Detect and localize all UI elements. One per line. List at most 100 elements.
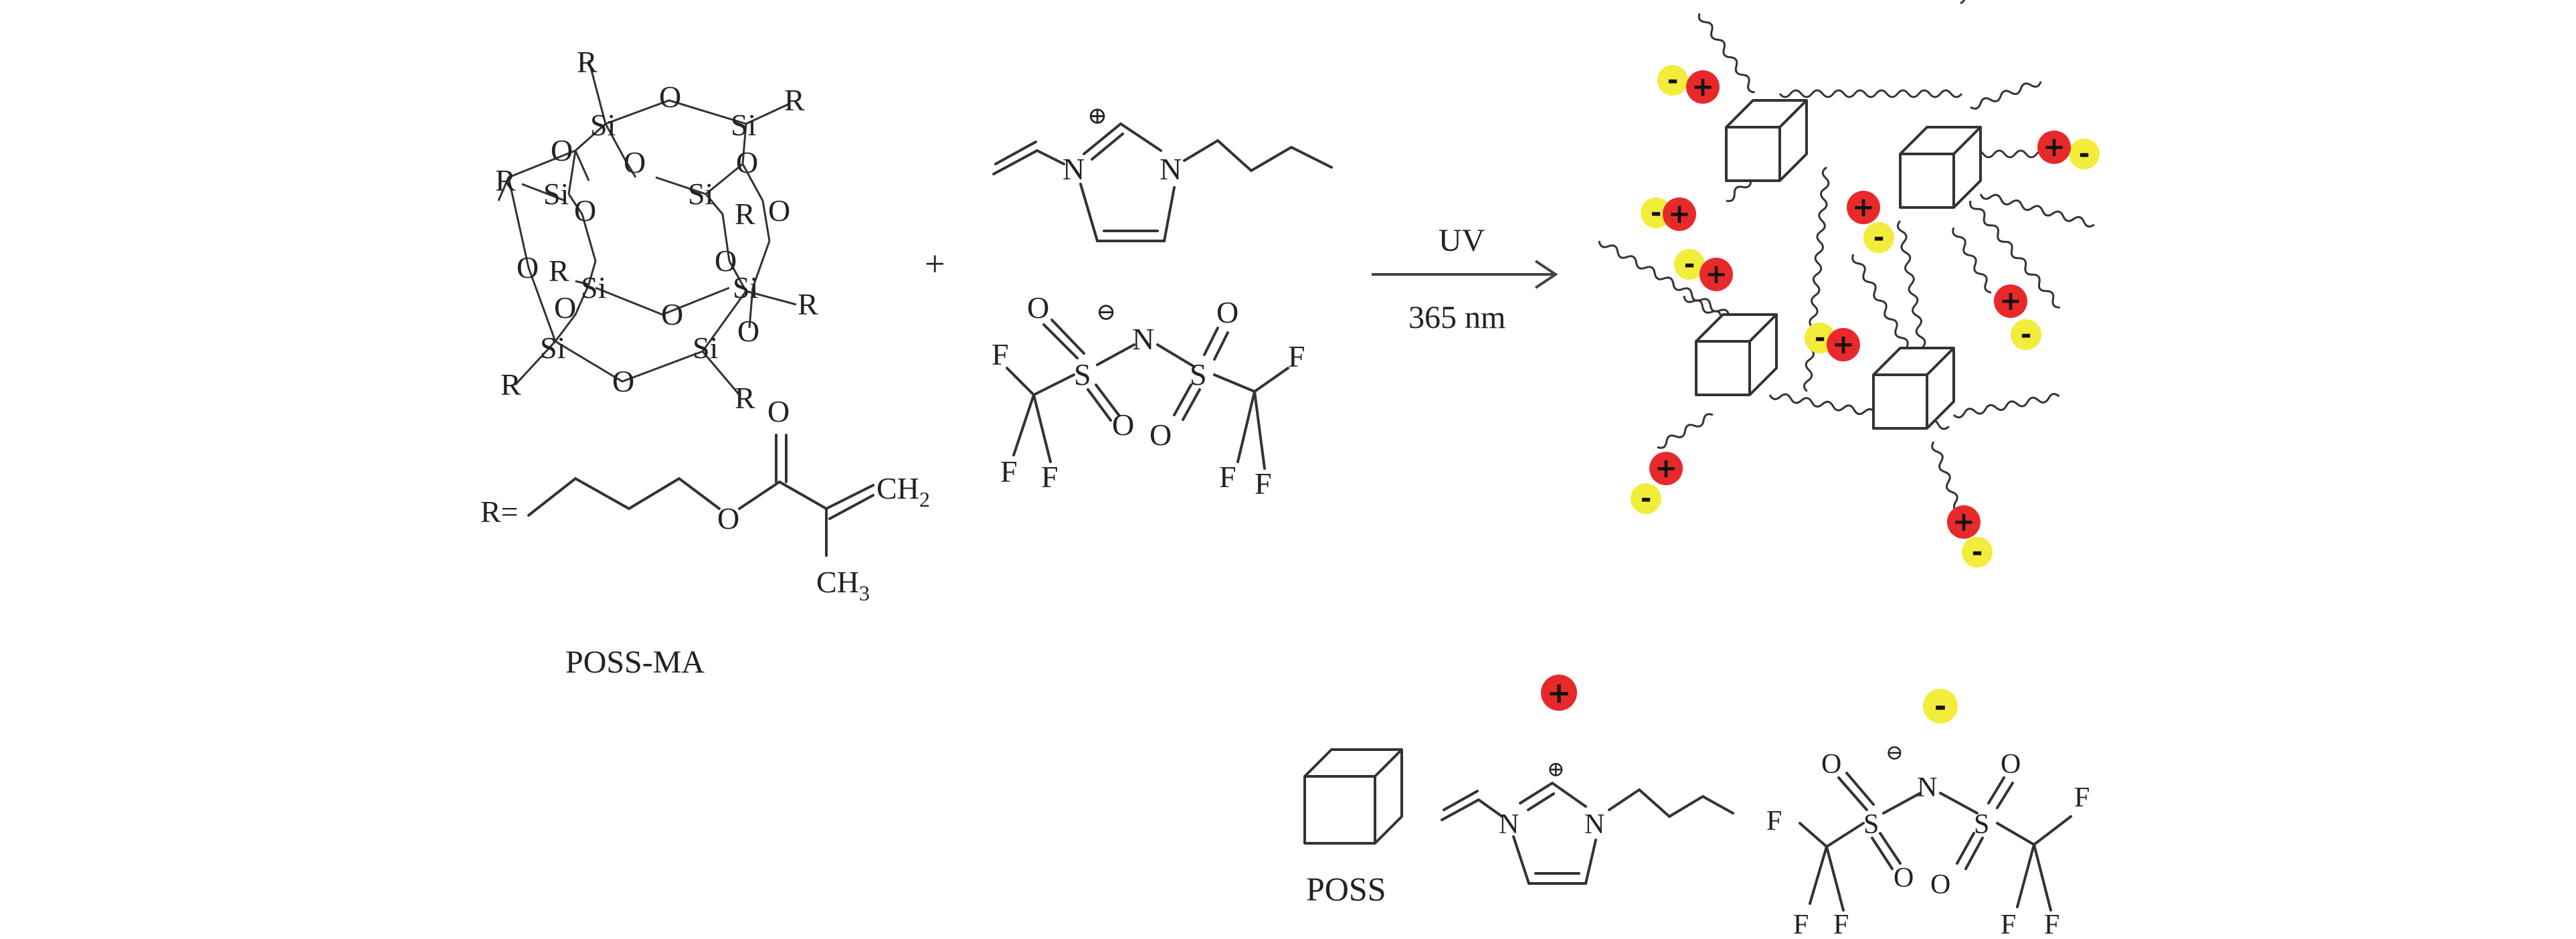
anion-marker: - [1631, 483, 1661, 514]
n-atom: N [1917, 772, 1937, 803]
poss-cube [1872, 347, 1955, 430]
f-atom: F [1000, 454, 1018, 489]
f-atom: F [1288, 339, 1305, 373]
r-group: R [798, 287, 818, 321]
o-atom: O [551, 133, 573, 167]
anion-marker-sign: - [1684, 249, 1695, 280]
si-atom: Si [581, 270, 606, 305]
r-group: R [784, 83, 805, 117]
cation-marker-sign: + [1832, 329, 1855, 360]
o-atom: O [554, 290, 576, 325]
cation-marker: + [1686, 70, 1720, 104]
s-atom: S [1863, 809, 1879, 840]
poss-cage-bonds [497, 60, 797, 396]
carbonyl-bond [775, 434, 788, 483]
si-atom: Si [590, 108, 616, 142]
r-group: R [549, 254, 569, 288]
legend-cation-structure: N ⊕ N [1441, 757, 1734, 885]
arrow-condition-wavelength: 365 nm [1408, 300, 1505, 335]
plus-sign: + [925, 244, 945, 284]
s-atom: S [1074, 357, 1091, 392]
n-atom: N [1499, 809, 1519, 840]
cation-charge-symbol: ⊕ [1547, 757, 1565, 781]
anion-marker: - [1641, 197, 1671, 228]
vinyl-double-bond [825, 484, 875, 520]
cation-marker: + [1947, 505, 1981, 539]
cation-marker-sign: + [1668, 199, 1691, 230]
cation-marker: + [1649, 452, 1683, 485]
o-atom: O [1894, 863, 1914, 893]
si-atom: Si [543, 177, 569, 211]
legend-poss-cube [1303, 748, 1403, 845]
o-atom: O [574, 193, 596, 228]
r-group: R [735, 381, 755, 415]
carbonyl-o-atom: O [767, 394, 790, 428]
r-group: R [495, 163, 516, 197]
cation-charge-symbol: ⊕ [1087, 102, 1107, 129]
tfsi-anion: O ⊖ S N S O O O F F F F F [992, 290, 1305, 501]
f-atom: F [1041, 460, 1059, 494]
anion-marker-sign: - [1972, 537, 1983, 568]
cation-marker-sign: + [1691, 72, 1714, 102]
poss-ma-label: POSS-MA [565, 645, 705, 680]
ester-o-atom: O [717, 501, 739, 535]
anion-marker-sign: - [1641, 483, 1652, 514]
o-atom: O [715, 244, 737, 278]
o-atom: O [661, 297, 683, 331]
legend-anion-marker: - [1923, 689, 1958, 723]
f-atom: F [992, 337, 1009, 371]
cation-marker: + [1994, 284, 2027, 318]
anion-marker-sign: - [1873, 222, 1885, 253]
cation-marker: + [1827, 328, 1860, 361]
o-atom: O [1930, 869, 1950, 900]
legend-cation-marker: + [1541, 675, 1577, 711]
n-atom: N [1132, 322, 1154, 356]
arrow-condition-uv: UV [1439, 223, 1485, 258]
cation-marker: + [1847, 191, 1880, 224]
r-definition: R= [480, 495, 519, 529]
r-group: R [500, 367, 521, 402]
cation-marker-sign: + [1852, 192, 1875, 223]
o-atom: O [1112, 408, 1134, 442]
poss-cube [1725, 99, 1808, 182]
si-atom: Si [693, 331, 718, 365]
anion-marker-sign: - [1651, 197, 1662, 228]
si-atom: Si [731, 108, 756, 142]
ch2-group: CH2 [877, 471, 930, 511]
s-atom: S [1190, 357, 1207, 392]
r-group: R [735, 197, 755, 231]
anion-marker: - [2011, 319, 2041, 350]
ionic-liquid-monomer: N ⊕ N O ⊖ S N S O O O [992, 102, 1333, 501]
anion-charge-symbol: ⊖ [1096, 298, 1116, 325]
cation-marker-sign: + [1999, 286, 2022, 317]
o-atom: O [612, 364, 634, 398]
anion-marker-sign: - [2021, 319, 2032, 350]
propyl-chain [527, 477, 721, 517]
legend-poss-label: POSS [1306, 870, 1386, 908]
legend-anion-structure: O ⊖ S N S O O O F F F F F F [1766, 740, 2090, 939]
ion-pairs: -+-+-+-+-+-+-+-+-+ [1631, 65, 2100, 568]
anion-marker-sign: - [1815, 323, 1826, 353]
cation-marker: + [1699, 258, 1733, 291]
o-atom: O [2001, 749, 2021, 780]
poss-cube [1695, 313, 1778, 396]
anion-charge-symbol: ⊖ [1885, 740, 1904, 764]
o-atom: O [736, 145, 758, 179]
cation-marker-sign: + [1655, 453, 1677, 484]
n-atom: N [1160, 152, 1182, 186]
poss-cube [1899, 126, 1982, 209]
o-atom: O [768, 193, 790, 228]
o-atom: O [1216, 295, 1238, 329]
o-atom: O [517, 250, 539, 284]
anion-marker: - [1657, 65, 1688, 96]
anion-marker-sign: - [2079, 139, 2090, 169]
f-atom: F [1219, 460, 1236, 494]
cation-marker-sign: + [2043, 132, 2065, 163]
anion-marker: - [1863, 222, 1894, 253]
o-atom: O [1027, 290, 1049, 325]
legend-cation-sign: + [1547, 676, 1572, 710]
anion-marker-sign: - [1667, 65, 1679, 96]
ionogel-network [1598, 0, 2095, 523]
anion-marker: - [1962, 537, 1993, 568]
